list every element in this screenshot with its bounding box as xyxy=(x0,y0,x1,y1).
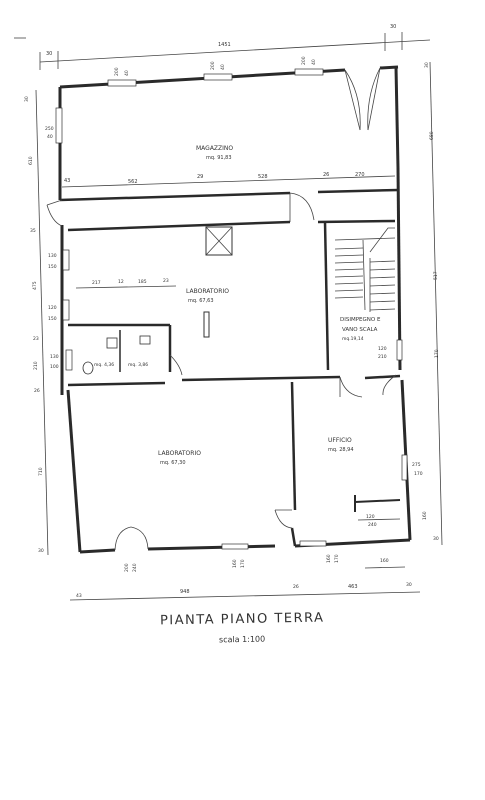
win-bot-170: 170 xyxy=(240,559,246,568)
room-magazzino-area: mq. 91,83 xyxy=(206,155,232,161)
win-label-b1: 40 xyxy=(124,70,130,76)
room-dis-area: mq.19,14 xyxy=(342,336,364,342)
room-lab2-area: mq. 67,30 xyxy=(160,460,186,466)
bot-948: 948 xyxy=(180,589,190,595)
room-lab1-name: LABORATORIO xyxy=(186,288,229,295)
room-dis-name2: VANO SCALA xyxy=(342,327,378,333)
stairs xyxy=(334,227,396,312)
dim-left-210: 210 xyxy=(33,361,39,370)
dim-left-30b: 30 xyxy=(38,548,44,554)
dim-12: 12 xyxy=(118,279,124,285)
uff-240: 240 xyxy=(368,522,377,528)
bot-26: 26 xyxy=(293,584,299,590)
room-wc1-area: mq. 4,36 xyxy=(94,362,114,368)
win-left-40: 40 xyxy=(47,134,53,140)
dim-right-517: 517 xyxy=(433,271,439,280)
win-bot-170b: 170 xyxy=(334,554,340,563)
lw-100: 100 xyxy=(50,364,59,370)
room-dis-name: DISIMPEGNO E xyxy=(340,317,381,323)
dim-top-30b: 30 xyxy=(390,24,396,30)
dim-270: 270 xyxy=(355,172,365,178)
magazzino-bottom-wall: 43 562 29 528 26 270 xyxy=(59,172,399,202)
dim-562: 562 xyxy=(128,179,138,185)
room-labels: MAGAZZINO mq. 91,83 LABORATORIO mq. 67,6… xyxy=(94,145,381,466)
lower-lab-door: 200 240 xyxy=(114,526,149,572)
uff-170: 170 xyxy=(414,471,423,477)
dim-top-total: 1451 xyxy=(218,42,231,48)
bot-30: 30 xyxy=(406,582,412,588)
right-dimension: 30 680 517 170 160 30 xyxy=(422,61,443,546)
dim-right-160: 160 xyxy=(422,511,428,520)
room-lab1-area: mq. 67,63 xyxy=(188,298,214,304)
dim-left-710: 710 xyxy=(38,467,44,476)
bot-43: 43 xyxy=(76,593,82,599)
room-magazzino-name: MAGAZZINO xyxy=(196,145,233,152)
win-left-250: 250 xyxy=(45,126,54,132)
dim-29: 29 xyxy=(197,174,203,180)
inner-walls xyxy=(67,219,401,547)
left-side-door xyxy=(46,199,63,227)
win-label-a3: 200 xyxy=(301,56,307,65)
lw-130a: 130 xyxy=(48,253,57,259)
bottom-windows: 160 170 160 170 xyxy=(221,540,340,568)
door-200: 200 xyxy=(124,563,130,572)
top-dimension: 1451 30 30 xyxy=(14,24,431,70)
plan-title: PIANTA PIANO TERRA xyxy=(160,611,325,629)
lab-dim-line: 217 12 185 23 xyxy=(75,278,177,289)
bottom-dimension: 160 43 948 26 463 30 xyxy=(69,558,421,601)
dim-top-30a: 30 xyxy=(46,51,52,57)
dim-right-30: 30 xyxy=(424,62,430,68)
win-label-a1: 200 xyxy=(114,67,120,76)
disimpegno-dims: 120 210 xyxy=(378,339,403,361)
dis-120: 120 xyxy=(378,346,387,352)
dim-right-170: 170 xyxy=(434,349,440,358)
bot-463: 463 xyxy=(348,584,358,590)
dim-left-26: 26 xyxy=(34,388,40,394)
win-label-b2: 40 xyxy=(220,64,226,70)
dim-right-30b: 30 xyxy=(433,536,439,542)
lw-120: 120 xyxy=(48,305,57,311)
left-window-upper: 250 40 xyxy=(45,107,63,144)
room-ufficio-name: UFFICIO xyxy=(328,437,352,444)
magazzino-door xyxy=(344,67,381,131)
bot-160: 160 xyxy=(380,558,389,564)
win-bot-160b: 160 xyxy=(326,554,332,563)
win-label-a2: 200 xyxy=(210,61,216,70)
room-wc2-area: mq. 3,86 xyxy=(128,362,148,368)
win-label-b3: 40 xyxy=(311,59,317,65)
room-lab2-name: LABORATORIO xyxy=(158,450,201,457)
dim-43: 43 xyxy=(64,178,70,184)
dim-217: 217 xyxy=(92,280,101,286)
dim-left-475: 475 xyxy=(32,281,38,290)
top-windows: 200 40 200 40 200 40 xyxy=(107,56,324,87)
dim-26: 26 xyxy=(323,172,329,178)
dis-210: 210 xyxy=(378,354,387,360)
uff-275: 275 xyxy=(412,462,421,468)
dim-528: 528 xyxy=(258,174,268,180)
lab-upper-door xyxy=(289,192,315,222)
left-dimension: 30 610 35 475 23 210 26 710 30 xyxy=(24,89,49,556)
plan-scale: scala 1:100 xyxy=(219,635,265,645)
win-bot-160: 160 xyxy=(232,559,238,568)
dim-right-680: 680 xyxy=(429,131,435,140)
lw-150b: 150 xyxy=(48,316,57,322)
ufficio-dims: 275 170 120 240 xyxy=(357,454,423,528)
left-windows: 130 150 120 150 130 100 xyxy=(48,249,73,371)
dim-left-610: 610 xyxy=(28,156,34,165)
lw-130b: 130 xyxy=(50,354,59,360)
dim-23: 23 xyxy=(163,278,169,284)
dim-left-30: 30 xyxy=(24,96,30,102)
lw-150a: 150 xyxy=(48,264,57,270)
inner-doors xyxy=(274,374,397,529)
dim-185: 185 xyxy=(138,279,147,285)
dim-left-23: 23 xyxy=(33,336,39,342)
room-ufficio-area: mq. 28,94 xyxy=(328,447,354,453)
outer-walls xyxy=(58,65,412,554)
dim-left-35: 35 xyxy=(30,228,36,234)
door-240: 240 xyxy=(132,563,138,572)
uff-120: 120 xyxy=(366,514,375,520)
